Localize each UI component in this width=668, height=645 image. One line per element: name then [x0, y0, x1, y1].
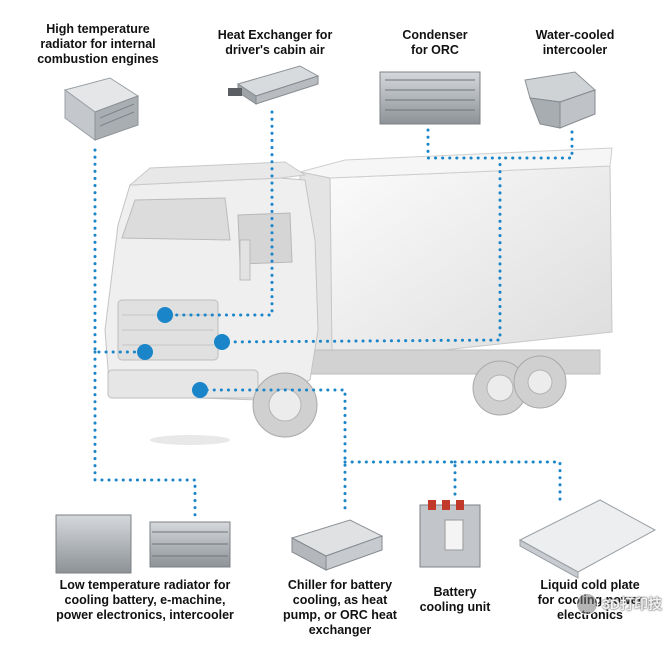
connector-hot-radiator	[93, 148, 147, 354]
hot-radiator-image	[63, 77, 140, 141]
low-temp-radiator-image	[55, 514, 231, 574]
node-battery	[192, 382, 208, 398]
chiller-image	[290, 519, 384, 571]
truck-illustration	[104, 147, 613, 445]
cabin-heat-exchanger-image	[228, 65, 320, 105]
watermark-logo-icon	[576, 593, 599, 615]
battery-cooling-unit-image	[419, 500, 481, 568]
cab-windshield	[121, 197, 231, 241]
label-intercooler: Water-cooled intercooler	[535, 28, 615, 57]
cab-side-window	[237, 212, 293, 265]
cab-mirror	[239, 239, 251, 281]
label-cabin-heat-exchanger: Heat Exchanger for driver's cabin air	[217, 28, 333, 57]
connector-intercooler	[498, 130, 574, 160]
connector-low-temp-radiator	[93, 350, 197, 517]
condenser-image	[379, 71, 481, 125]
cargo-box-side	[329, 165, 613, 363]
label-chiller: Chiller for battery cooling, as heat pum…	[283, 578, 397, 637]
connector-battery-unit	[343, 460, 457, 497]
node-orc	[214, 334, 230, 350]
cab-roof-spoiler	[128, 161, 307, 186]
connector-chiller	[198, 388, 347, 512]
watermark-text: 3D打印技	[602, 596, 662, 612]
liquid-cold-plate-image	[518, 499, 657, 579]
connector-condenser	[220, 128, 502, 344]
connector-lines	[93, 110, 574, 517]
node-cabin	[157, 307, 173, 323]
watermark: 3D打印技	[576, 593, 662, 615]
label-battery-cooling-unit: Battery cooling unit	[419, 585, 491, 614]
label-condenser: Condenser for ORC	[402, 28, 468, 57]
intercooler-image	[524, 71, 596, 129]
rear-wheel-2	[513, 355, 567, 409]
label-hot-radiator: High temperature radiator for internal c…	[37, 22, 159, 66]
front-wheel	[252, 372, 318, 438]
node-front-radiator	[137, 344, 153, 360]
connector-cold-plate	[453, 460, 562, 507]
label-low-temp-radiator: Low temperature radiator for cooling bat…	[56, 578, 234, 622]
cab-bumper	[107, 369, 259, 399]
